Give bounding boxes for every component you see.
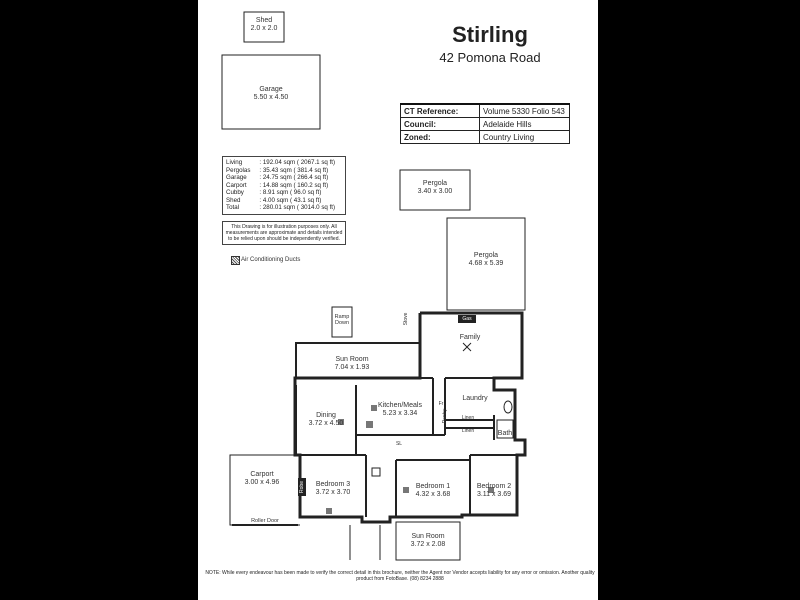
roller-door-label: Roller Door [251, 518, 279, 524]
area-row: Living : 192.04 sqm ( 2067.1 sq ft) [226, 159, 342, 167]
gas-label: Gas [458, 315, 476, 323]
property-title: Stirling [452, 22, 528, 47]
property-address: 42 Pomona Road [439, 50, 541, 65]
area-name: Cubby [226, 189, 244, 196]
disclaimer-box: This Drawing is for illustration purpose… [222, 221, 346, 245]
pergola-small-outline [399, 169, 471, 211]
area-name: Living [226, 159, 243, 166]
ramp-outline [331, 306, 353, 338]
family-label: Family [459, 334, 481, 341]
linen-label-2: Linen [461, 428, 475, 434]
sl-label: SL [395, 441, 403, 447]
floor-plan-sheet [198, 0, 598, 600]
area-value: : 280.01 sqm ( 3014.0 sq ft) [259, 204, 336, 211]
ac-duct-markers [326, 405, 494, 514]
area-value: : 8.91 sqm ( 96.0 sq ft) [259, 189, 322, 196]
area-value: : 35.43 sqm ( 381.4 sq ft) [259, 166, 329, 174]
area-row: Pergolas : 35.43 sqm ( 381.4 sq ft) [226, 167, 342, 175]
stove-label: Stove [403, 312, 409, 326]
ct-row: Zoned:Country Living [400, 130, 570, 144]
area-row: Garage : 24.75 sqm ( 266.4 sq ft) [226, 174, 342, 182]
robe-label: Robe [298, 478, 306, 496]
area-name: Pergolas [226, 166, 251, 174]
pantry-label: Pantry [442, 408, 448, 424]
interior-walls [295, 377, 517, 517]
area-value: : 14.88 sqm ( 160.2 sq ft) [259, 181, 329, 189]
area-row: Cubby : 8.91 sqm ( 96.0 sq ft) [226, 189, 342, 197]
fr-label: Fr [438, 401, 444, 407]
sun-room-bottom-outline [395, 521, 461, 561]
area-name: Total [226, 204, 240, 211]
shed-outline [243, 11, 285, 43]
area-value: : 192.04 sqm ( 2067.1 sq ft) [259, 159, 336, 166]
area-value: : 4.00 sqm ( 43.1 sq ft) [259, 196, 322, 204]
area-summary: Living : 192.04 sqm ( 2067.1 sq ft) Pergo… [222, 156, 346, 215]
area-name: Carport [226, 181, 247, 189]
area-row: Total : 280.01 sqm ( 3014.0 sq ft) [226, 204, 342, 212]
ct-row: Council:Adelaide Hills [400, 117, 570, 131]
laundry-label: Laundry [462, 395, 488, 402]
ct-row: CT Reference:Volume 5330 Folio 543 [400, 103, 570, 118]
area-name: Shed [226, 196, 241, 204]
linen-label-1: Linen [461, 415, 475, 421]
area-row: Shed : 4.00 sqm ( 43.1 sq ft) [226, 197, 342, 205]
footer-note: NOTE: While every endeavour has been mad… [205, 570, 595, 582]
ac-duct-legend-label: Air Conditioning Ducts [241, 257, 301, 263]
ramp-label: Ramp Down [334, 314, 350, 326]
area-value: : 24.75 sqm ( 266.4 sq ft) [259, 174, 329, 181]
ac-duct-legend-icon [231, 256, 240, 265]
carport-outline [229, 454, 300, 526]
house-walls [293, 311, 527, 524]
sun-room-top-outline [295, 342, 421, 379]
ct-value: Country Living [479, 130, 570, 144]
area-name: Garage [226, 174, 247, 181]
bath-label: Bath [497, 430, 513, 437]
garage-outline [221, 54, 321, 130]
ct-reference-table: CT Reference:Volume 5330 Folio 543 Counc… [400, 103, 570, 144]
pergola-large-outline [446, 217, 526, 311]
area-row: Carport : 14.88 sqm ( 160.2 sq ft) [226, 182, 342, 190]
